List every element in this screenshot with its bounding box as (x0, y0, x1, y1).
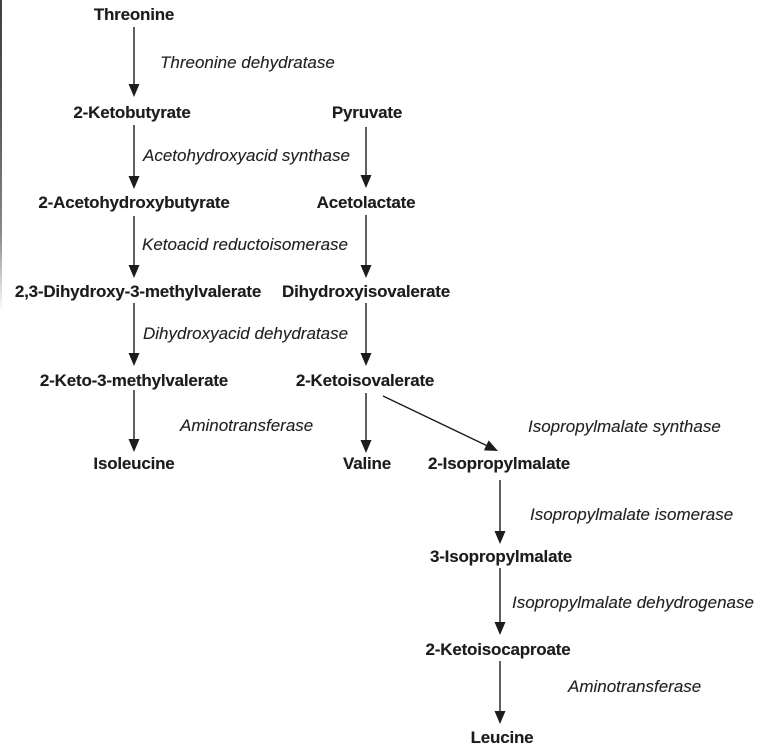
metabolite-2-acetohydroxybutyrate: 2-Acetohydroxybutyrate (38, 193, 230, 212)
metabolite-2-isopropylmalate: 2-Isopropylmalate (427, 454, 571, 473)
metabolite-valine: Valine (343, 454, 391, 473)
arrowhead-pyruvate-to-acetolactate (360, 175, 372, 188)
enzyme-label-ketoacid-reductoisomerase: Ketoacid reductoisomerase (142, 235, 349, 254)
metabolite-acetolactate: Acetolactate (316, 193, 416, 212)
enzyme-label-aminotransferase-ile-val: Aminotransferase (180, 416, 314, 435)
arrow-2-ketoisovalerate-to-2-isopropylmalate (382, 395, 487, 447)
arrowhead-2-ketoisovalerate-to-2-isopropylmalate (483, 440, 498, 451)
metabolite-2-keto-3-methylvalerate: 2-Keto-3-methylvalerate (39, 371, 229, 390)
metabolite-3-isopropylmalate: 3-Isopropylmalate (429, 547, 573, 566)
arrowhead-23-dihydroxy-3-methylvalerate-to-2-keto-3-methylvalerate (128, 353, 140, 366)
metabolite-2-ketoisocaproate: 2-Ketoisocaproate (425, 640, 571, 659)
metabolite-threonine: Threonine (93, 5, 175, 24)
enzyme-label-aminotransferase-leu: Aminotransferase (568, 677, 702, 696)
arrowhead-3-isopropylmalate-to-2-ketoisocaproate (494, 622, 506, 635)
arrowhead-threonine-to-2-ketobutyrate (128, 84, 140, 97)
enzyme-label-acetohydroxyacid-synthase: Acetohydroxyacid synthase (143, 146, 350, 165)
metabolite-pyruvate: Pyruvate (331, 103, 403, 122)
enzyme-label-dihydroxyacid-dehydratase: Dihydroxyacid dehydratase (143, 324, 349, 343)
enzyme-label-isopropylmalate-synthase: Isopropylmalate synthase (528, 417, 721, 436)
metabolite-2-ketoisovalerate: 2-Ketoisovalerate (295, 371, 435, 390)
metabolite-dihydroxyisovalerate: Dihydroxyisovalerate (282, 282, 450, 301)
arrowhead-dihydroxyisovalerate-to-2-ketoisovalerate (360, 353, 372, 366)
enzyme-label-isopropylmalate-isomerase: Isopropylmalate isomerase (530, 505, 734, 524)
enzyme-label-isopropylmalate-dehydrogenase: Isopropylmalate dehydrogenase (512, 593, 754, 612)
arrowhead-2-isopropylmalate-to-3-isopropylmalate (494, 531, 506, 544)
metabolite-2-ketobutyrate: 2-Ketobutyrate (73, 103, 191, 122)
arrowhead-2-ketoisocaproate-to-leucine (494, 711, 506, 724)
metabolite-leucine: Leucine (470, 728, 534, 745)
enzyme-label-threonine-dehydratase: Threonine dehydratase (160, 53, 335, 72)
arrowhead-2-acetohydroxybutyrate-to-23-dihydroxy-3-methylvalerate (128, 265, 140, 278)
arrowhead-acetolactate-to-dihydroxyisovalerate (360, 265, 372, 278)
metabolite-23-dihydroxy-3-methylvalerate: 2,3-Dihydroxy-3-methylvalerate (14, 282, 262, 301)
metabolite-isoleucine: Isoleucine (93, 454, 175, 473)
arrowhead-2-ketobutyrate-to-2-acetohydroxybutyrate (128, 176, 140, 189)
arrowhead-2-ketoisovalerate-to-valine (360, 440, 372, 453)
arrowhead-2-keto-3-methylvalerate-to-isoleucine (128, 439, 140, 452)
scan-edge-artifact (0, 0, 2, 312)
